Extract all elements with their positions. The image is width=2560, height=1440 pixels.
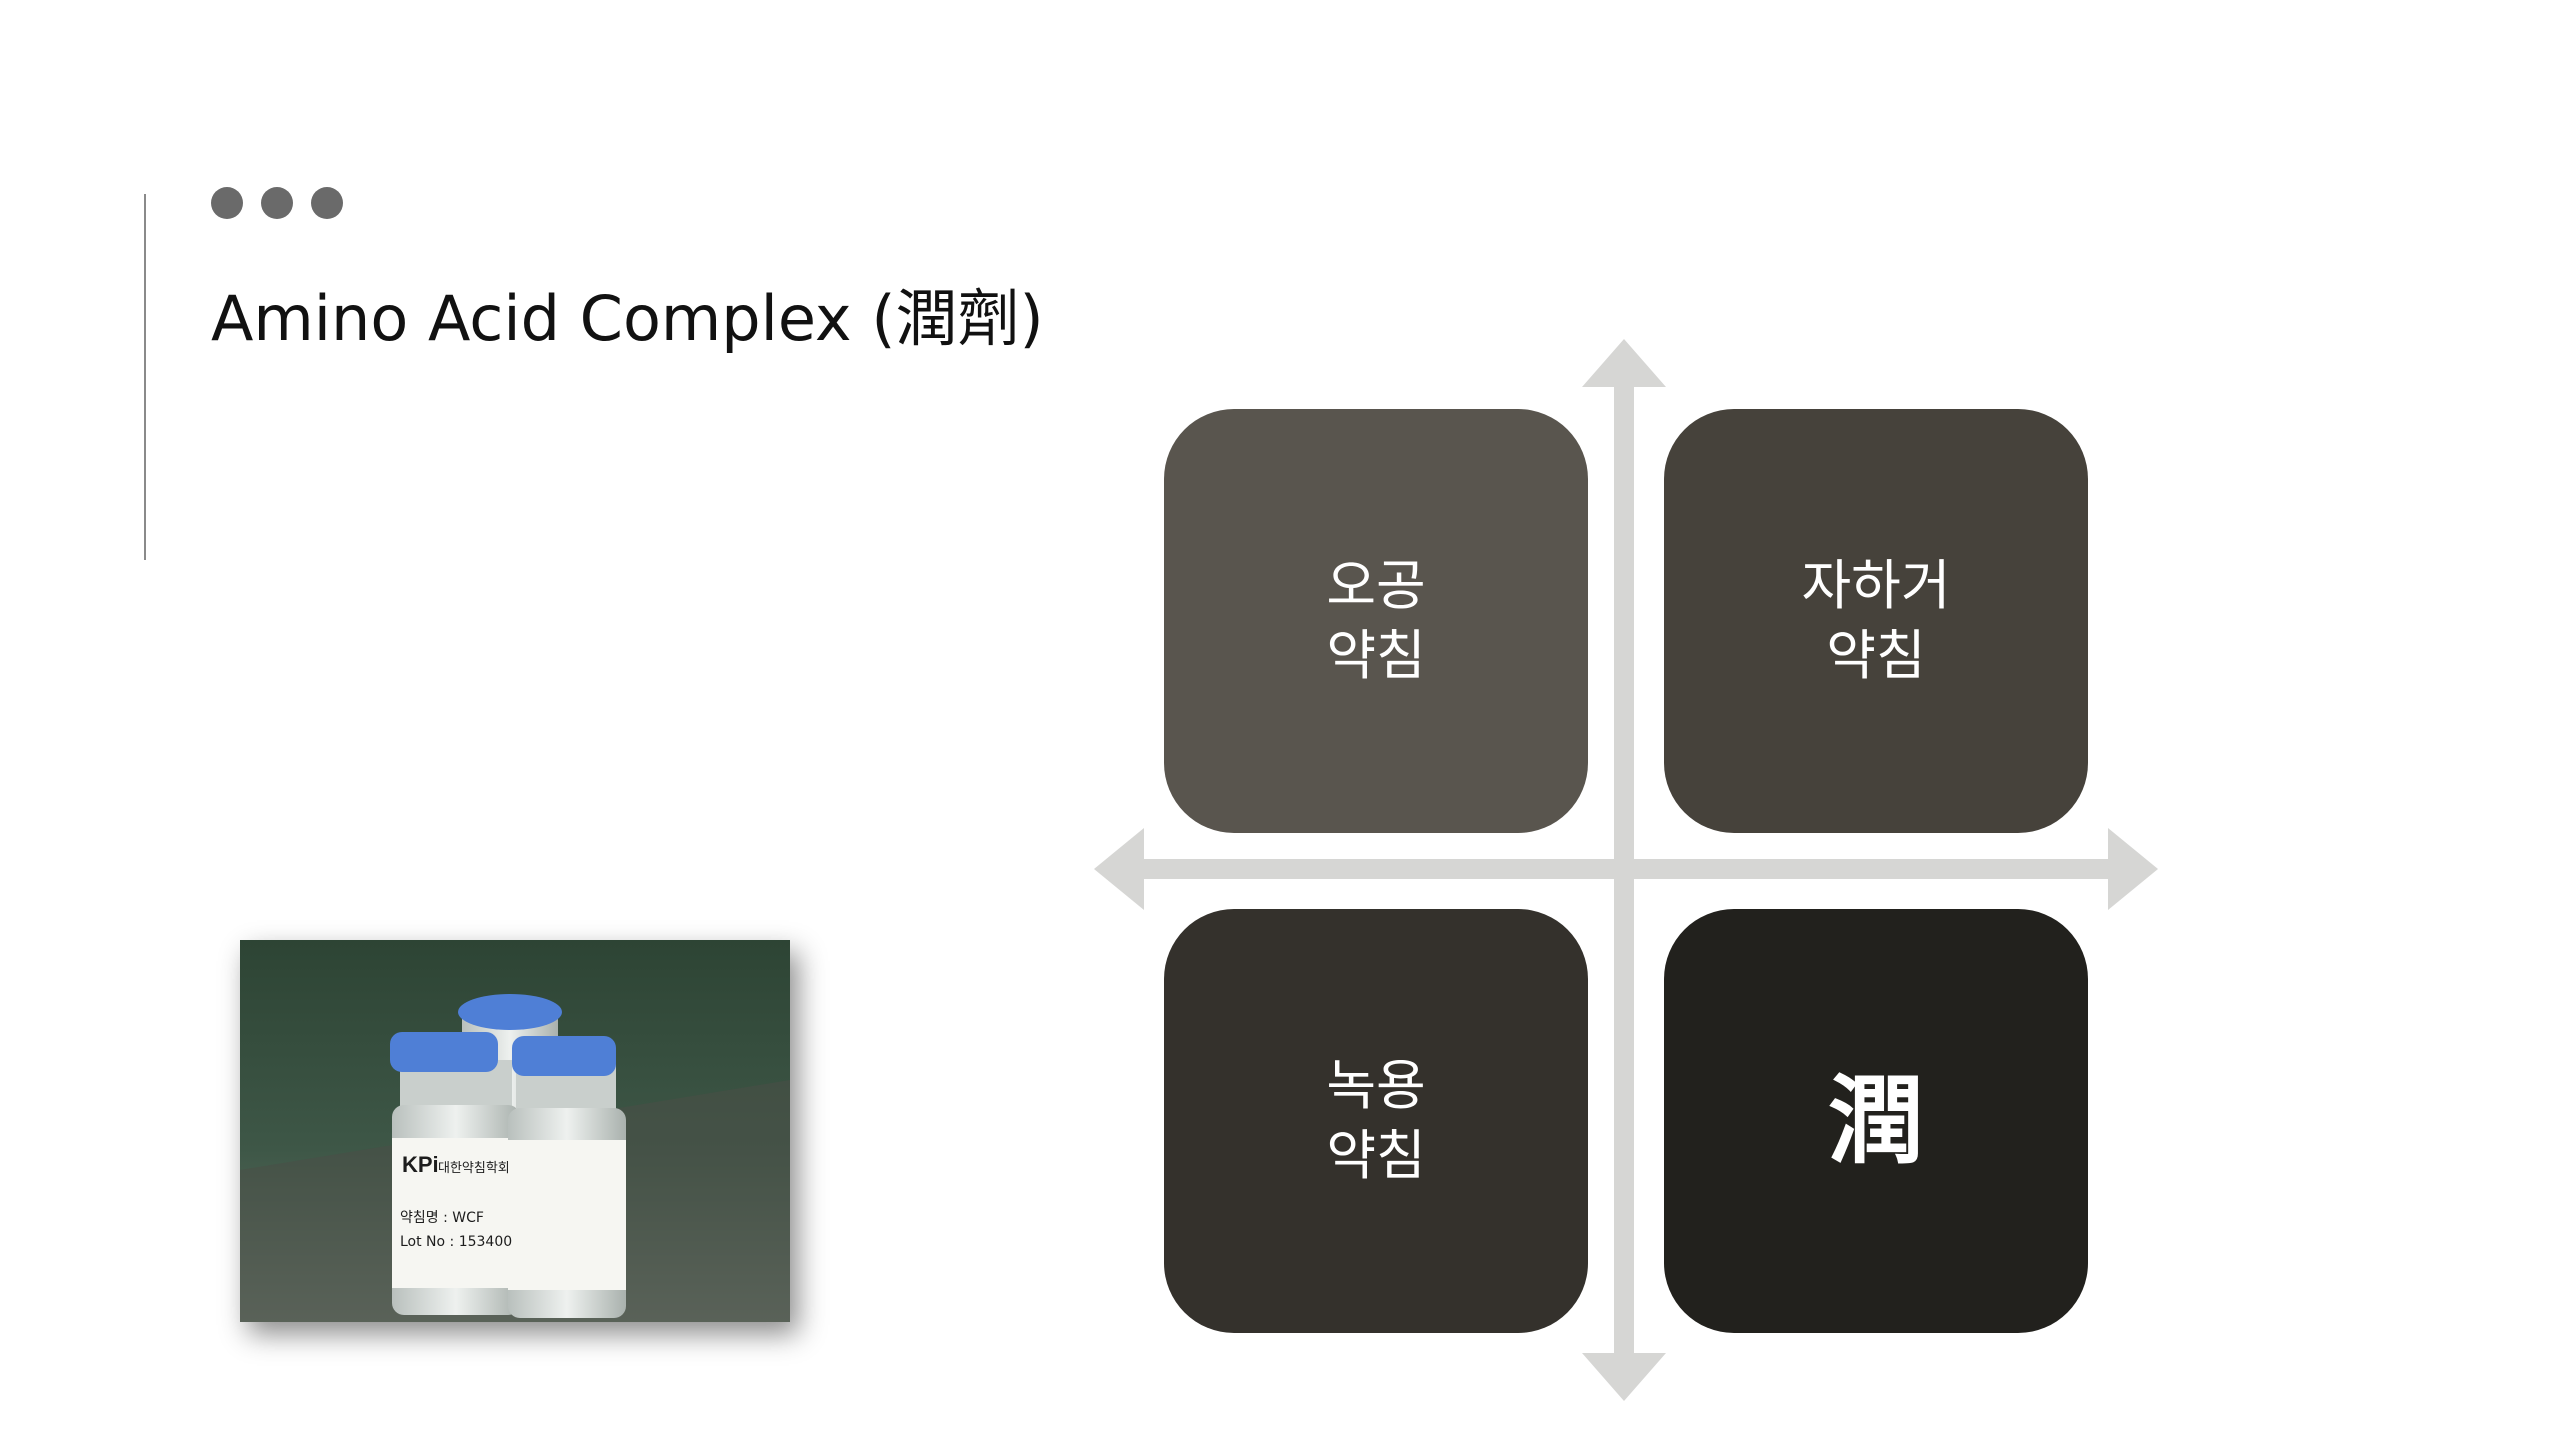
vial-label-name: 약침명 : WCF — [400, 1210, 484, 1226]
horizontal-axis — [1140, 859, 2112, 879]
dot — [311, 187, 343, 219]
accent-line — [144, 194, 146, 560]
vial-label-maker: 대한약침학회 — [438, 1161, 510, 1176]
arrow-left-icon — [1094, 828, 1144, 910]
vial-photo-image: KPi 대한약침학회 약침명 : WCF Lot No : 153400 — [240, 940, 790, 1322]
arrow-down-icon — [1582, 1353, 1666, 1401]
axis-arrows — [1094, 339, 2158, 1401]
vial-label-lot: Lot No : 153400 — [400, 1234, 512, 1250]
vial-cap — [512, 1036, 616, 1076]
quadrant-yun: 潤 — [1664, 909, 2088, 1333]
vial-cap — [458, 994, 562, 1030]
vial-cap — [390, 1032, 498, 1072]
dot — [261, 187, 293, 219]
vial-label-brand: KPi — [402, 1152, 439, 1177]
slide-title: Amino Acid Complex (潤劑) — [211, 282, 1044, 355]
vial-photo: KPi 대한약침학회 약침명 : WCF Lot No : 153400 — [240, 940, 790, 1322]
decorative-dots — [211, 187, 343, 219]
dot — [211, 187, 243, 219]
quadrant-matrix: 오공 약침 자하거 약침 녹용 약침 潤 — [1090, 335, 2162, 1405]
quadrant-jahageo: 자하거 약침 — [1664, 409, 2088, 833]
arrow-up-icon — [1582, 339, 1666, 387]
arrow-right-icon — [2108, 828, 2158, 910]
quadrant-ogong: 오공 약침 — [1164, 409, 1588, 833]
quadrant-nokyong: 녹용 약침 — [1164, 909, 1588, 1333]
